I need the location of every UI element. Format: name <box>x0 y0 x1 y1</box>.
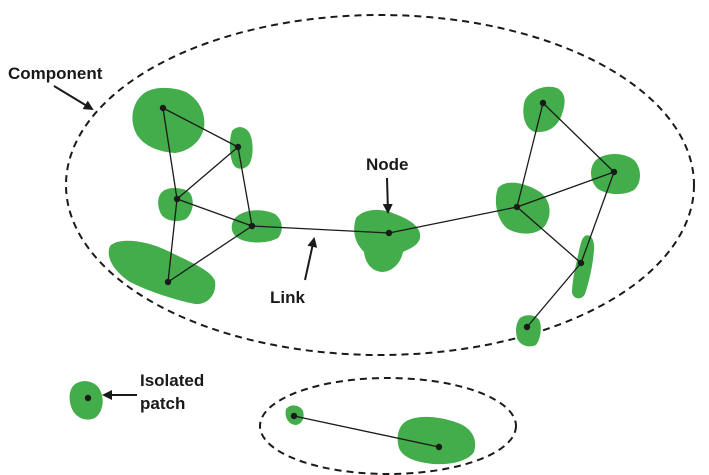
component-arrow <box>53 85 94 111</box>
link <box>388 206 518 234</box>
link <box>176 198 253 227</box>
node <box>435 443 443 451</box>
link <box>516 102 544 208</box>
link <box>526 262 582 328</box>
node <box>610 168 618 176</box>
nodes <box>84 99 618 451</box>
component-large-boundary <box>65 14 695 356</box>
patch-top-left <box>132 87 205 153</box>
link-arrow <box>304 237 318 281</box>
patch-right-bottom <box>516 315 541 347</box>
component-label: Component <box>8 64 103 83</box>
patch-small-left-middle <box>158 187 193 222</box>
link <box>542 102 615 173</box>
isolated-label-line1: Isolated <box>140 371 204 390</box>
link <box>516 171 615 208</box>
patch-right-top <box>523 86 565 133</box>
node <box>539 99 547 107</box>
link <box>237 146 253 227</box>
node <box>577 259 585 267</box>
link <box>293 415 440 448</box>
patch-elongated-bottom-left <box>108 240 216 305</box>
link <box>516 206 582 264</box>
node <box>513 203 521 211</box>
link <box>162 107 178 200</box>
patch-right-elongated <box>572 235 595 299</box>
node <box>248 222 256 230</box>
link <box>167 198 178 283</box>
link <box>176 146 239 200</box>
node-arrow <box>382 177 393 214</box>
patch-center-node <box>354 209 421 272</box>
links <box>162 102 615 448</box>
link <box>580 171 615 264</box>
node <box>385 229 393 237</box>
patches <box>69 86 640 465</box>
node-label: Node <box>366 155 409 174</box>
component-small-boundary <box>259 377 517 475</box>
node <box>159 104 167 112</box>
annotation-arrows <box>53 85 393 400</box>
link <box>251 225 390 234</box>
isolated-label-line2: patch <box>140 394 185 413</box>
node <box>290 412 298 420</box>
node <box>173 195 181 203</box>
link <box>162 107 239 148</box>
node <box>523 323 531 331</box>
patch-small-right-top <box>229 127 253 169</box>
link-label: Link <box>270 288 305 307</box>
patch-small-component-right <box>397 416 476 465</box>
link <box>167 225 253 283</box>
node <box>234 143 242 151</box>
patch-right-middle <box>495 182 550 234</box>
node <box>164 278 172 286</box>
annotation-labels: Component Node Link Isolated patch <box>8 64 409 413</box>
node <box>84 394 92 402</box>
